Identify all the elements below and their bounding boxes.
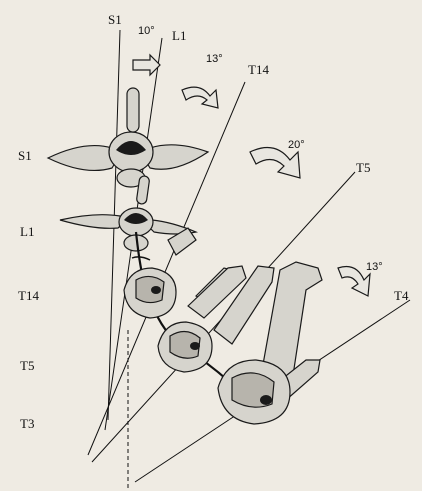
label-top-l1: L1	[172, 28, 186, 43]
l1-left-transverse	[60, 215, 124, 229]
t4-canal	[260, 395, 272, 405]
arrow-t14-t5-icon	[250, 148, 300, 179]
label-right-t5: T5	[356, 160, 370, 175]
arrow-l1-t14-icon	[182, 87, 218, 108]
label-left-l1: L1	[20, 224, 34, 239]
label-right-t14: T14	[248, 62, 269, 77]
angle-t5-t4: 13°	[366, 261, 383, 273]
label-top-s1: S1	[108, 12, 122, 27]
angle-s1-l1: 10°	[138, 25, 155, 37]
label-left-s1: S1	[18, 148, 32, 163]
t14-canal	[151, 286, 161, 294]
label-left-t3: T3	[20, 416, 34, 431]
rotation-arrows	[133, 55, 370, 296]
s1-left-transverse	[48, 146, 118, 171]
t5-canal	[190, 342, 200, 350]
label-left-t5: T5	[20, 358, 34, 373]
label-left-t14: T14	[18, 288, 39, 303]
l1-rib-stub	[132, 257, 150, 260]
vertebra-t5	[158, 266, 274, 372]
vertebra-s1	[48, 88, 208, 187]
s1-right-transverse	[144, 145, 208, 169]
angle-l1-t14: 13°	[206, 53, 223, 65]
angle-t14-t5: 20°	[288, 139, 305, 151]
arrow-s1-l1-icon	[133, 55, 160, 75]
s1-spinous-process	[127, 88, 139, 132]
label-right-t4: T4	[394, 288, 409, 303]
